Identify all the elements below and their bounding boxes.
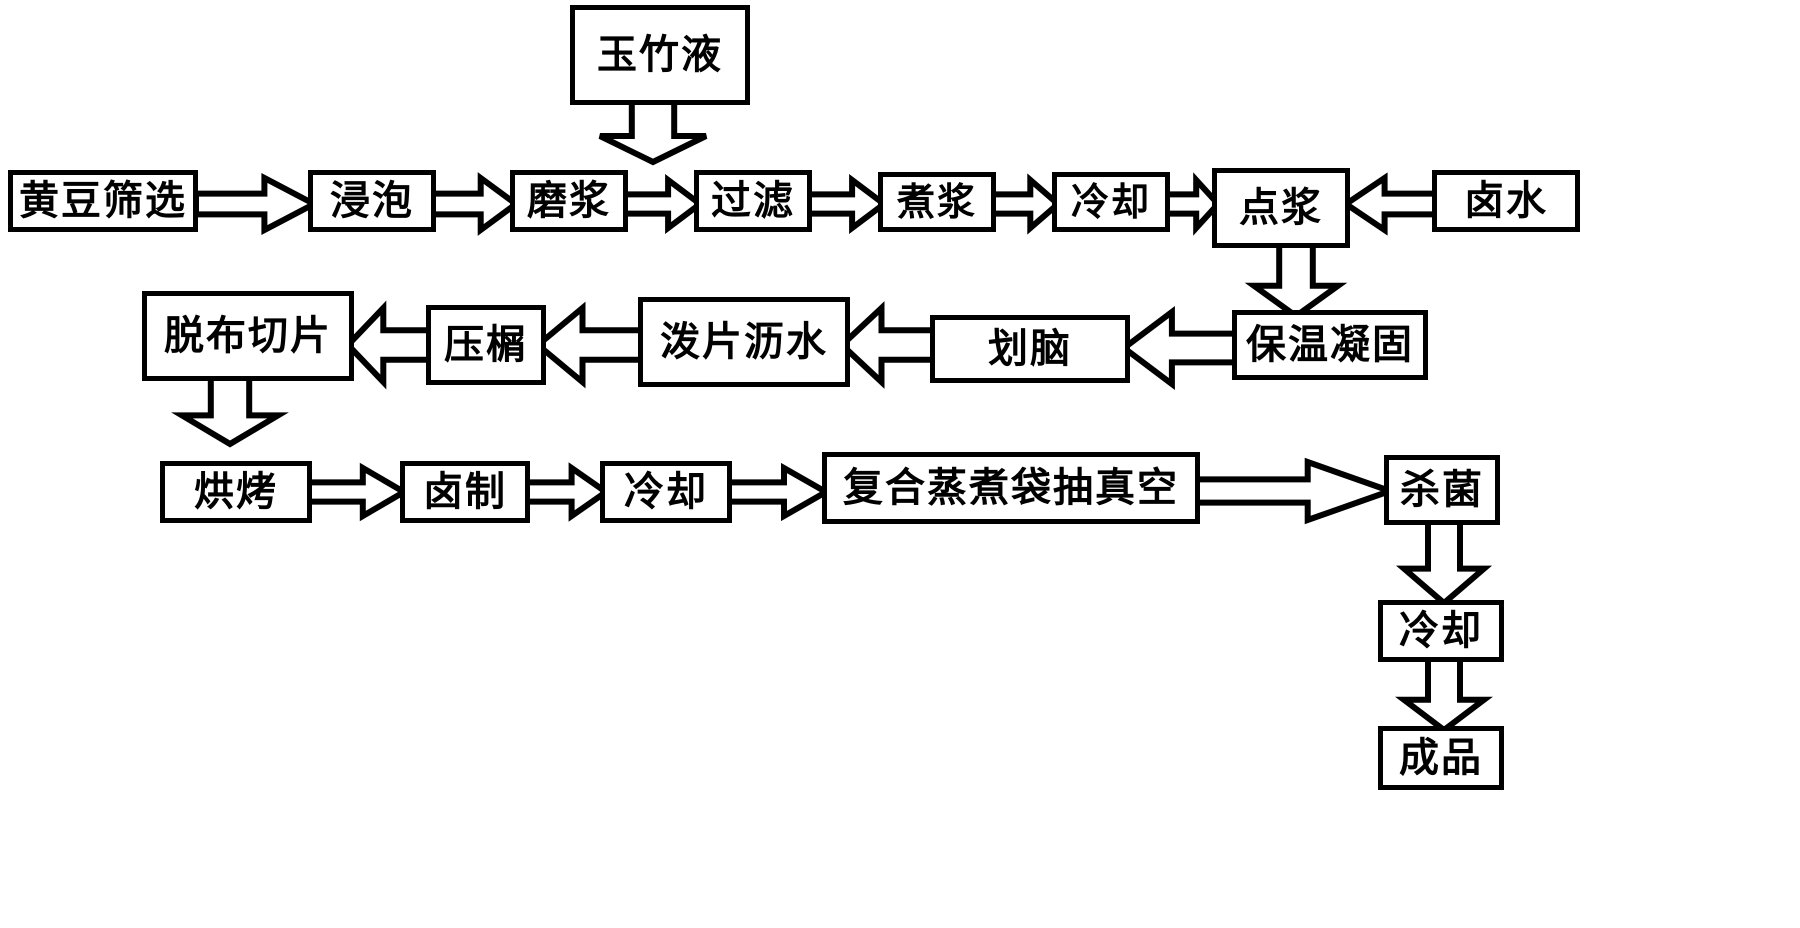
process-node-label: 点浆 — [1239, 185, 1323, 231]
process-node-hongkao: 烘烤 — [160, 461, 312, 523]
process-node-mojiang: 磨浆 — [510, 170, 628, 232]
flow-arrow-right — [193, 173, 321, 235]
flow-arrow-right — [521, 462, 612, 522]
process-node-label: 过滤 — [711, 178, 795, 224]
process-node-label: 复合蒸煮袋抽真空 — [843, 465, 1179, 511]
process-node-lengque1: 冷却 — [1052, 172, 1170, 232]
process-node-lengque3: 冷却 — [1378, 600, 1504, 662]
process-node-luzhi: 卤制 — [400, 461, 530, 523]
flow-arrow-left — [837, 301, 939, 389]
process-node-label: 冷却 — [1070, 180, 1151, 224]
flow-arrow-right — [805, 173, 889, 235]
process-node-chengpin: 成品 — [1378, 726, 1504, 790]
process-node-label: 磨浆 — [527, 178, 611, 224]
process-node-label: 杀菌 — [1400, 467, 1484, 513]
process-node-huangdou: 黄豆筛选 — [8, 170, 198, 232]
process-node-popian: 泼片沥水 — [638, 297, 850, 387]
process-node-zhujiang: 煮浆 — [878, 172, 996, 232]
flow-arrow-down — [1244, 241, 1348, 320]
process-node-lushui: 卤水 — [1432, 170, 1580, 232]
flow-arrow-right — [723, 462, 833, 522]
process-node-yazha: 压榍 — [426, 305, 546, 385]
flow-arrow-down — [171, 373, 289, 448]
process-node-shajun: 杀菌 — [1384, 455, 1500, 525]
process-node-label: 卤水 — [1464, 178, 1548, 224]
process-node-label: 冷却 — [624, 469, 708, 515]
flow-arrow-right — [1163, 172, 1223, 236]
process-node-jinpao: 浸泡 — [308, 170, 436, 232]
flow-arrow-left — [1340, 172, 1441, 236]
process-node-label: 玉竹液 — [597, 32, 723, 78]
flow-arrow-down — [1395, 518, 1493, 607]
flow-arrow-right — [303, 462, 410, 522]
process-node-tuobu: 脱布切片 — [142, 291, 354, 381]
flow-arrow-down — [598, 97, 708, 166]
flow-arrow-right — [429, 172, 522, 236]
process-node-dianjiang: 点浆 — [1212, 168, 1350, 248]
process-node-label: 成品 — [1399, 735, 1483, 781]
flow-arrow-right — [621, 173, 705, 235]
process-node-chouzhenkong: 复合蒸煮袋抽真空 — [822, 452, 1200, 524]
flow-arrow-right — [989, 173, 1063, 235]
flow-arrow-left — [1119, 305, 1241, 391]
flow-arrow-left — [343, 300, 435, 390]
flow-arrow-left — [533, 301, 647, 389]
process-node-label: 煮浆 — [896, 180, 977, 224]
process-node-label: 压榍 — [444, 322, 528, 368]
process-node-label: 脱布切片 — [164, 313, 332, 359]
process-node-label: 卤制 — [423, 469, 507, 515]
process-node-label: 冷却 — [1399, 608, 1483, 654]
process-node-huanao: 划脑 — [930, 315, 1130, 383]
process-node-label: 泼片沥水 — [660, 319, 828, 365]
process-node-guolv: 过滤 — [694, 170, 812, 232]
process-node-label: 浸泡 — [330, 178, 414, 224]
process-node-baowen: 保温凝固 — [1232, 310, 1428, 380]
process-node-yuzhuye: 玉竹液 — [570, 5, 750, 105]
process-node-lengque2: 冷却 — [600, 461, 732, 523]
process-node-label: 黄豆筛选 — [19, 178, 187, 224]
flow-arrow-down — [1395, 655, 1493, 734]
flow-arrow-right — [1191, 457, 1400, 525]
process-node-label: 烘烤 — [194, 469, 278, 515]
process-node-label: 保温凝固 — [1246, 322, 1414, 368]
process-node-label: 划脑 — [988, 326, 1072, 372]
